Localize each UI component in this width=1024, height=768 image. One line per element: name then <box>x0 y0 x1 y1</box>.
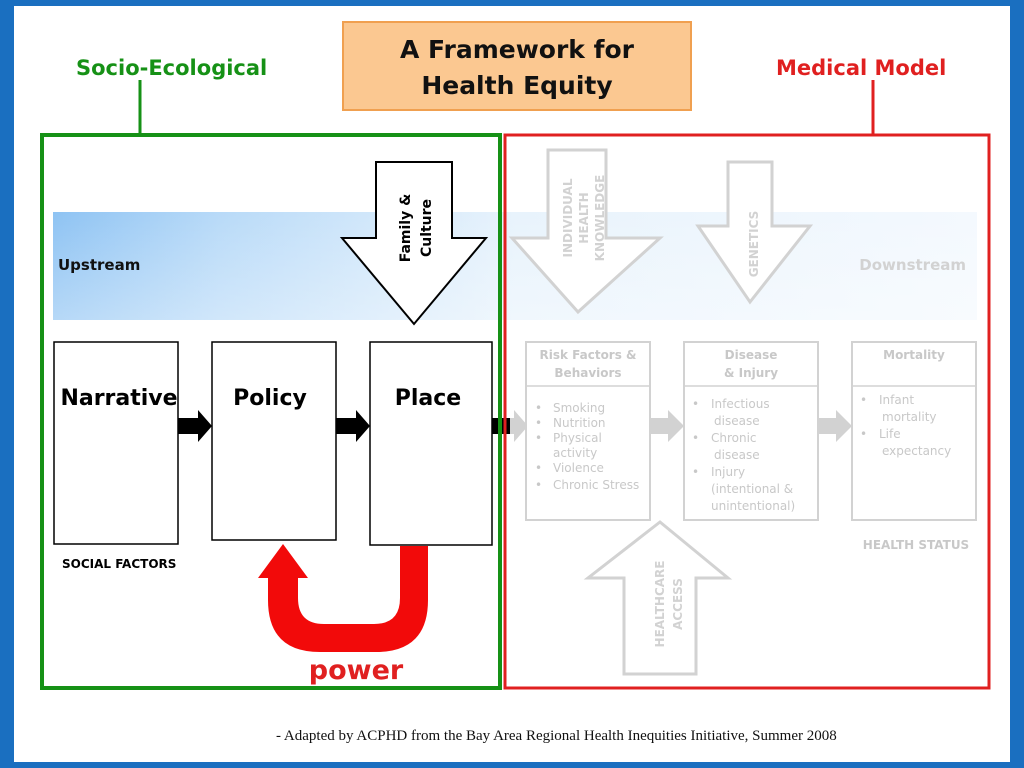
healthcare-access-line-1: HEALTHCARE <box>653 561 667 648</box>
disease-item: Chronic <box>711 431 757 445</box>
svg-text:•: • <box>535 431 542 445</box>
risk-title-1: Risk Factors & <box>539 348 636 362</box>
risk-item: Nutrition <box>553 416 606 430</box>
family-culture-line-2: Culture <box>419 199 435 257</box>
narrative-to-policy-arrow <box>198 410 212 442</box>
disease-item: disease <box>714 448 760 462</box>
disease-item: unintentional) <box>711 499 795 513</box>
individual-knowledge-line-1: INDIVIDUAL <box>561 178 575 257</box>
social-factors-label: SOCIAL FACTORS <box>62 557 176 571</box>
health-status-label: HEALTH STATUS <box>863 538 969 552</box>
policy-to-place-arrow <box>356 410 370 442</box>
framework-diagram: Upstream Downstream A Framework for Heal… <box>40 21 991 744</box>
risk-factors-box <box>525 341 651 521</box>
svg-text:•: • <box>860 427 867 441</box>
mortality-item: expectancy <box>882 444 951 458</box>
genetics-text: GENETICS <box>747 211 761 278</box>
place-label: Place <box>395 386 461 411</box>
svg-text:•: • <box>692 431 699 445</box>
mortality-item: Infant <box>879 393 914 407</box>
individual-knowledge-arrow <box>508 148 664 315</box>
genetics-arrow <box>695 160 814 305</box>
power-label: power <box>309 655 404 686</box>
slide: Upstream Downstream A Framework for Heal… <box>14 6 1010 762</box>
healthcare-access-arrow <box>583 520 733 676</box>
socio-ecological-frame <box>40 133 502 690</box>
family-culture-line-1: Family & <box>398 194 414 263</box>
mortality-box <box>851 341 977 521</box>
risk-item: Physical <box>553 431 602 445</box>
medical-model-label: Medical Model <box>776 56 946 80</box>
svg-text:•: • <box>535 478 542 492</box>
risk-to-disease-arrow <box>648 410 684 442</box>
disease-title-2: & Injury <box>724 366 778 380</box>
risk-item: Chronic Stress <box>553 478 639 492</box>
svg-text:•: • <box>535 401 542 415</box>
individual-knowledge-line-3: KNOWLEDGE <box>593 175 607 262</box>
medical-model-frame <box>503 133 991 690</box>
svg-text:•: • <box>692 465 699 479</box>
title-box <box>342 21 692 111</box>
risk-item: Violence <box>553 461 604 475</box>
svg-text:•: • <box>860 393 867 407</box>
title-line-1: A Framework for <box>400 35 635 64</box>
svg-text:•: • <box>692 397 699 411</box>
citation-text: - Adapted by ACPHD from the Bay Area Reg… <box>276 728 837 744</box>
policy-box <box>211 341 337 541</box>
healthcare-access-line-2: ACCESS <box>671 578 685 630</box>
mortality-title: Mortality <box>883 348 945 362</box>
mortality-item: mortality <box>882 410 937 424</box>
disease-item: Injury <box>711 465 745 479</box>
individual-knowledge-line-2: HEALTH <box>577 192 591 243</box>
risk-item: Smoking <box>553 401 605 415</box>
svg-text:•: • <box>535 416 542 430</box>
disease-title-1: Disease <box>725 348 778 362</box>
socio-ecological-label: Socio-Ecological <box>76 56 267 80</box>
downstream-label: Downstream <box>859 256 966 274</box>
power-loop-arrow <box>258 544 428 652</box>
disease-injury-box <box>683 341 819 521</box>
family-culture-arrow <box>339 161 489 326</box>
disease-to-mortality-arrow <box>818 410 852 442</box>
risk-title-2: Behaviors <box>554 366 621 380</box>
narrative-label: Narrative <box>60 386 177 411</box>
place-box <box>369 341 493 546</box>
policy-label: Policy <box>233 386 307 411</box>
narrative-box <box>53 341 179 545</box>
disease-item: (intentional & <box>711 482 793 496</box>
upstream-label: Upstream <box>58 256 140 274</box>
svg-text:•: • <box>535 461 542 475</box>
mortality-item: Life <box>879 427 901 441</box>
disease-item: Infectious <box>711 397 770 411</box>
disease-item: disease <box>714 414 760 428</box>
risk-item: activity <box>553 446 597 460</box>
title-line-2: Health Equity <box>421 71 612 100</box>
